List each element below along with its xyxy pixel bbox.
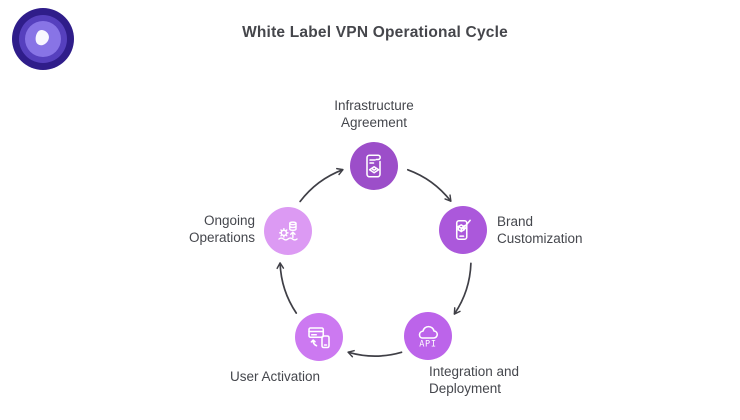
label-line: Ongoing [203,213,255,228]
label-line: Customization [497,231,583,246]
label-line: Operations [188,230,255,245]
label-line: Brand [497,214,534,229]
phone-paintbrush-icon [455,219,471,241]
label-line: User Activation [229,369,321,384]
gear-database-growth-icon [278,221,298,241]
node-ongoing-operations [264,207,312,255]
label-line: Deployment [429,381,502,396]
flow-arrow-ongoing-to-infrastructure [299,167,344,203]
flow-arrow-brand-to-integration [453,262,472,315]
flow-arrow-infrastructure-to-brand [406,168,452,202]
contract-handshake-icon [366,154,381,178]
label-line: Integration and [429,364,520,379]
flow-arrow-integration-to-user [347,349,403,358]
flow-arrow-user-to-ongoing [276,262,298,314]
label-ongoing-operations: Ongoing Operations [103,212,255,246]
logo-pick-shape-icon [35,30,49,46]
label-infrastructure-agreement: Infrastructure Agreement [294,97,454,131]
node-user-activation [295,313,343,361]
cloud-api-icon: API [418,325,439,349]
diagram-title: White Label VPN Operational Cycle [242,24,508,41]
node-integration-deployment: API [404,312,452,360]
card-phone-sync-icon [308,327,330,349]
label-user-activation: User Activation [195,368,355,385]
node-infrastructure-agreement [350,142,398,190]
label-brand-customization: Brand Customization [497,213,617,247]
label-line: Agreement [340,115,408,130]
brand-logo [11,7,75,71]
label-integration-deployment: Integration and Deployment [429,363,549,397]
label-line: Infrastructure [334,98,414,113]
node-brand-customization [439,206,487,254]
api-text: API [419,339,437,349]
